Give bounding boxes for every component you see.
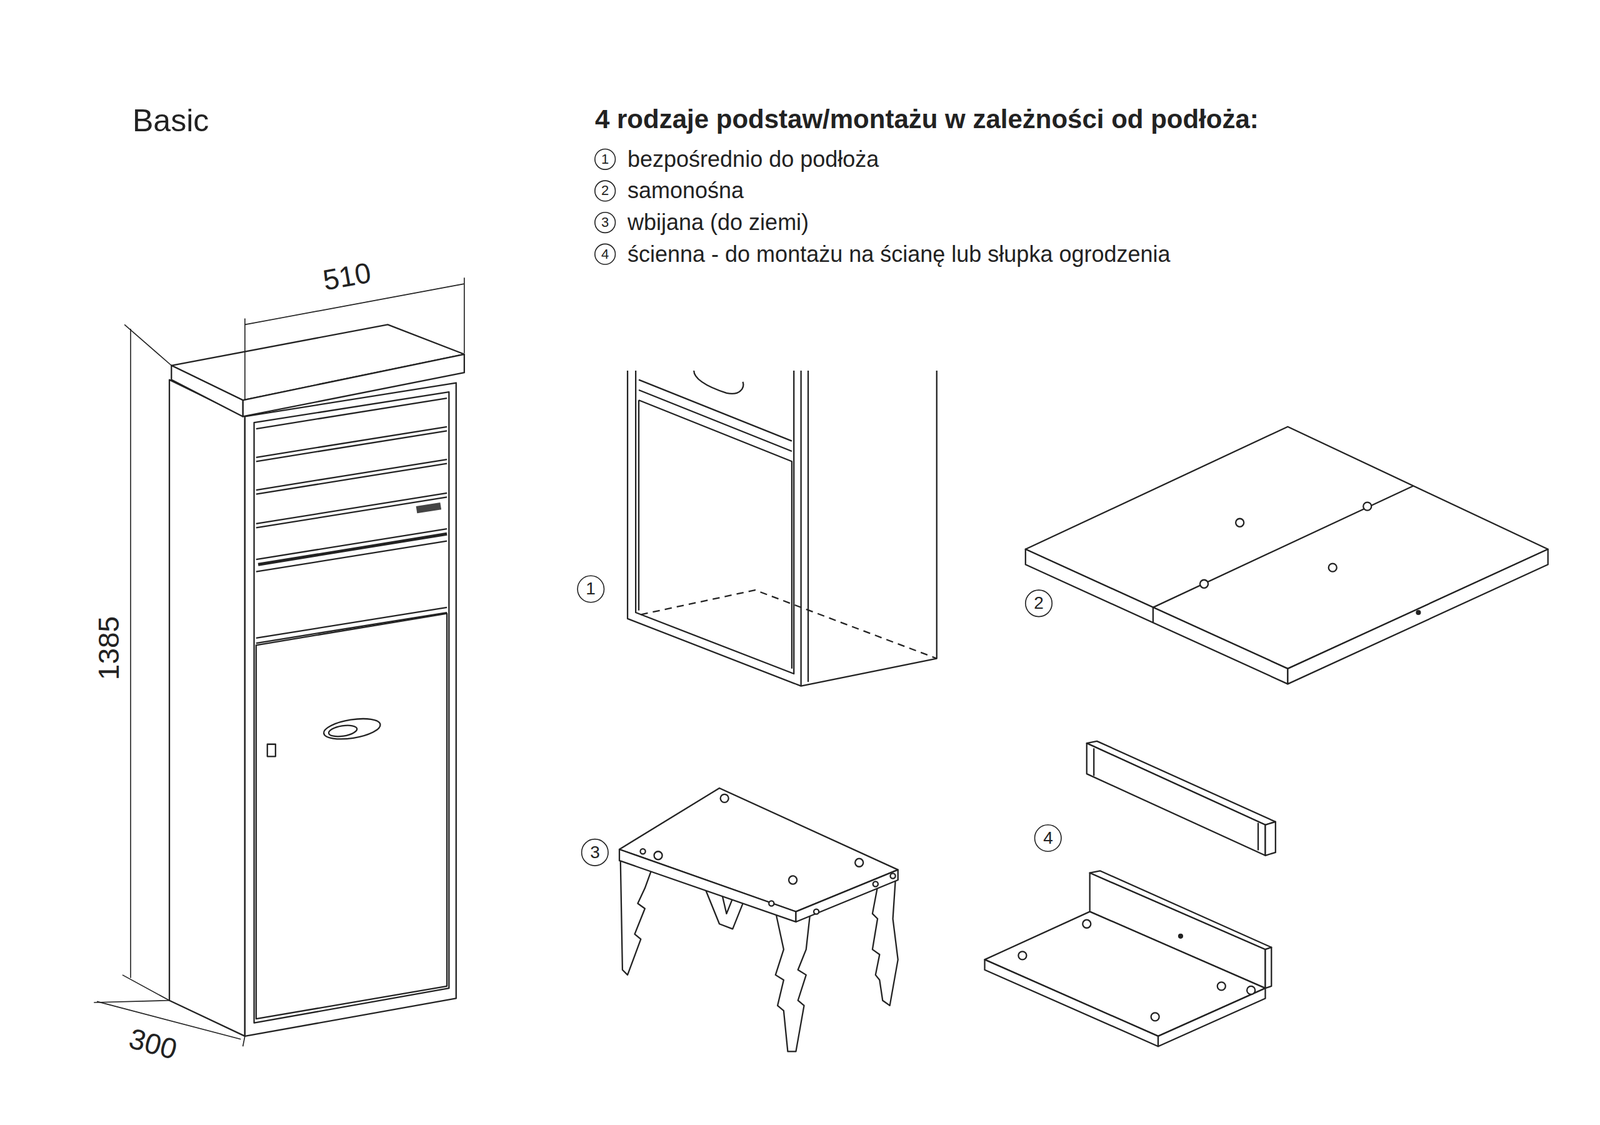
- list-number: 3: [601, 215, 609, 230]
- bolt: [654, 851, 663, 860]
- rivet: [890, 873, 895, 879]
- list-item: samonośna: [627, 179, 744, 202]
- frame: [635, 370, 794, 674]
- cabinet-outline: [627, 370, 937, 687]
- flap-panel: [256, 541, 447, 644]
- bolt: [1217, 981, 1226, 990]
- side-face: [169, 380, 245, 1037]
- heading: 4 rodzaje podstaw/montażu w zależności o…: [595, 106, 1259, 133]
- callout-number: 3: [590, 843, 600, 862]
- lid-front: [243, 354, 465, 417]
- front-frame: [254, 391, 450, 1023]
- bolt: [720, 794, 729, 803]
- list-item: bezpośrednio do podłoża: [627, 148, 879, 171]
- list-number: 4: [601, 247, 609, 262]
- bracket-plate-side: [1158, 988, 1265, 1047]
- logo-plate: [416, 502, 442, 514]
- bolt: [1200, 580, 1209, 589]
- callout-circle: [1025, 590, 1052, 617]
- plate-front: [619, 849, 796, 922]
- hole: [1416, 610, 1420, 615]
- wall-mount-drawing: [985, 741, 1276, 1047]
- list-item: wbijana (do ziemi): [627, 211, 809, 234]
- inner-door: [638, 380, 792, 669]
- callout-number: 1: [585, 580, 596, 598]
- slot-rail: [258, 533, 447, 565]
- hole: [1178, 934, 1183, 939]
- bolt: [1082, 920, 1091, 929]
- bracket-plate-front: [985, 959, 1159, 1047]
- dimension-line: [245, 283, 465, 325]
- list-number-circle: [595, 180, 616, 202]
- front-face: [245, 383, 457, 1037]
- lid-side: [171, 365, 243, 417]
- rivet: [768, 900, 774, 906]
- spike-leg: [775, 903, 812, 1052]
- door: [256, 613, 447, 1019]
- list-number: 1: [601, 152, 609, 167]
- list-number-circle: [595, 148, 616, 170]
- plate-side: [1287, 549, 1548, 685]
- direct-mount-drawing: [627, 370, 937, 687]
- door-handle: [322, 715, 382, 743]
- list-number: 2: [601, 183, 609, 198]
- callout-circle: [577, 575, 604, 602]
- extension-line: [122, 324, 172, 1000]
- callout-circle: [581, 839, 609, 866]
- bolt: [1235, 518, 1244, 527]
- bolt: [1328, 563, 1337, 572]
- rivet: [813, 909, 819, 915]
- list-item: ścienna - do montażu na ścianę lub słupk…: [627, 243, 1171, 266]
- spike-leg: [872, 873, 899, 1006]
- slot-band: [256, 398, 447, 560]
- dimension: 510: [320, 258, 374, 295]
- handle-partial: [693, 370, 744, 394]
- bolt: [1151, 1012, 1160, 1021]
- bracket-flange-end: [1265, 947, 1272, 989]
- bolt: [1246, 986, 1255, 995]
- list-number-circle: [595, 243, 616, 265]
- rail-end: [1265, 821, 1275, 856]
- rivet: [640, 848, 645, 854]
- callout-number: 4: [1043, 829, 1054, 847]
- dimension: 300: [126, 1023, 180, 1064]
- list-number-circle: [595, 212, 616, 234]
- plate-joint: [1153, 485, 1414, 623]
- parcel-box-drawing: [169, 324, 465, 1036]
- ground-spike-base-drawing: [619, 788, 899, 1052]
- rivet: [873, 881, 879, 887]
- floor-outline: [640, 590, 937, 659]
- bolt: [1363, 502, 1372, 511]
- plate-front: [1025, 549, 1289, 685]
- rail-front: [1086, 743, 1266, 856]
- door-handle-inner: [328, 723, 359, 739]
- plate-top: [1025, 426, 1549, 669]
- bolt: [788, 875, 797, 884]
- freestanding-base-drawing: [1025, 426, 1549, 685]
- cabinet-edge: [801, 370, 809, 687]
- dimension-line: [130, 328, 132, 979]
- callout-circle: [1035, 825, 1062, 852]
- dimension-lines: [93, 277, 465, 1047]
- spike-leg: [620, 857, 654, 975]
- dimension: 1385: [94, 616, 124, 680]
- bolt: [1018, 951, 1027, 960]
- extension-line: [245, 277, 465, 400]
- lock: [267, 744, 276, 757]
- rail-fold: [1093, 748, 1259, 850]
- callout-number: 2: [1033, 594, 1044, 612]
- plate-side: [795, 870, 898, 922]
- bolt: [855, 858, 864, 867]
- sheet-title: Basic: [132, 105, 209, 137]
